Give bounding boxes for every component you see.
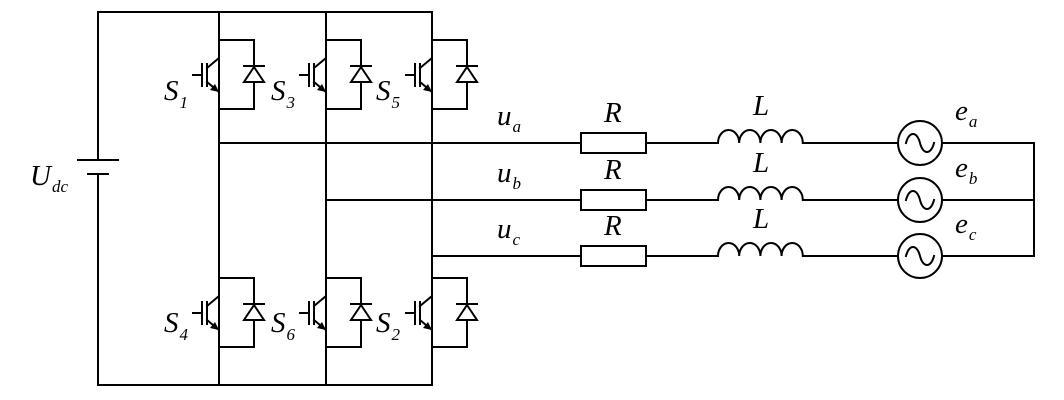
inductor-label-c: L bbox=[752, 203, 769, 235]
inductor-a bbox=[716, 129, 804, 145]
inductor-label-a: L bbox=[752, 90, 769, 122]
switch-label-s2: S2 bbox=[376, 307, 401, 344]
phase-voltage-label-a: ua bbox=[497, 100, 521, 136]
igbt-cell-s3 bbox=[299, 39, 373, 110]
ac-source-c bbox=[897, 233, 943, 279]
switch-label-s5: S5 bbox=[376, 75, 400, 112]
phase-output-lines bbox=[218, 142, 1035, 257]
phase-voltage-label-b: ub bbox=[497, 157, 521, 193]
inductor-label-b: L bbox=[752, 147, 769, 179]
igbt-cell-s2 bbox=[405, 277, 479, 348]
switch-label-s4: S4 bbox=[164, 307, 189, 344]
igbt-cell-s1 bbox=[192, 39, 266, 110]
resistor-b bbox=[580, 189, 647, 211]
dc-source-symbol bbox=[77, 159, 119, 187]
emf-label-b: eb bbox=[955, 152, 977, 188]
igbt-cell-s4 bbox=[192, 277, 266, 348]
resistor-a bbox=[580, 132, 647, 154]
igbt-cell-s5 bbox=[405, 39, 479, 110]
resistor-c bbox=[580, 245, 647, 267]
dc-bus bbox=[97, 11, 433, 386]
dc-source-label: Udc bbox=[30, 160, 68, 196]
resistor-label-c: R bbox=[603, 210, 622, 242]
resistor-label-a: R bbox=[603, 97, 622, 129]
phase-voltage-label-c: uc bbox=[497, 213, 521, 249]
emf-label-c: ec bbox=[955, 208, 977, 244]
switch-label-s6: S6 bbox=[271, 307, 296, 344]
switch-label-s3: S3 bbox=[271, 75, 295, 112]
inductor-c bbox=[716, 242, 804, 258]
ac-source-a bbox=[897, 120, 943, 166]
inductor-b bbox=[716, 186, 804, 202]
igbt-switch-group bbox=[192, 39, 479, 348]
emf-label-a: ea bbox=[955, 95, 977, 131]
resistor-label-b: R bbox=[603, 154, 622, 186]
ac-source-b bbox=[897, 177, 943, 223]
igbt-cell-s6 bbox=[299, 277, 373, 348]
switch-label-s1: S1 bbox=[164, 75, 188, 112]
